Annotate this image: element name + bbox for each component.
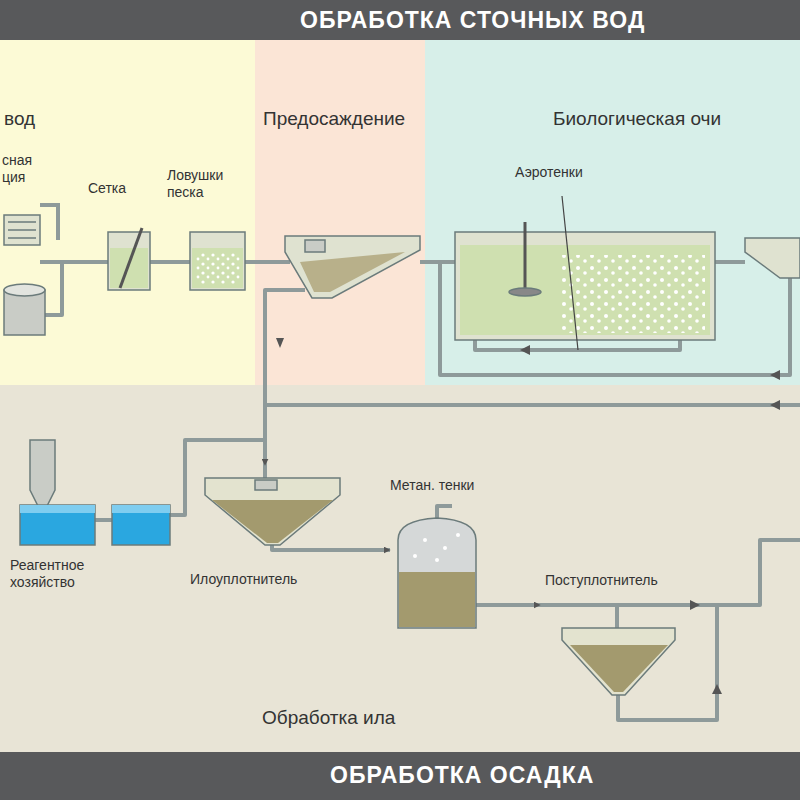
equipment-unit: Илоуплотнитель [190,465,345,590]
title: ОБРАБОТКА СТОЧНЫХ ВОД [300,7,645,34]
sludge-thickener [205,478,340,545]
pipe-connector [155,260,165,264]
pipe-connector [490,603,540,607]
unit-label: Ловушки песка [167,167,237,201]
equipment-unit: Ловушки песка [165,165,250,295]
zone-ground [255,40,425,385]
process-zone: Предосаждение [255,40,425,385]
flow-arrows [276,338,780,694]
pipe-connector [175,440,265,515]
zone-heading: Предосаждение [263,108,405,131]
equipment-unit: Поступлотнитель [540,570,705,700]
section-label: ОБРАБОТКА ОСАДКА [330,762,594,789]
grit-trap [190,232,245,290]
zone-heading: Обработка ила [262,707,395,730]
zone-heading: вод [4,108,35,131]
process-zone: Биологическая очиАэротенки [425,40,800,385]
unit-label: Поступлотнитель [545,572,658,589]
bottom-bar [0,752,800,800]
unit-label: сная ция [2,152,44,186]
process-zone: вод сная цияСетка Ловушки песка [0,40,255,385]
equipment-unit: Аэротенки [450,160,722,350]
primary-settler [285,236,420,298]
top-bar [0,0,800,40]
unit-label: Реагентное хозяйство [10,557,115,591]
equipment-unit: Сетка [85,178,155,296]
zone-ground [0,40,255,385]
secondary-clarifier [745,238,800,278]
unit-label: Илоуплотнитель [190,571,297,588]
zone-heading: Биологическая очи [553,108,721,131]
pump-station [4,205,58,335]
pipe-connector [345,548,390,552]
pipe-connector [70,260,85,264]
equipment-unit: Реагентное хозяйство [5,430,175,595]
process-zone: Обработка ила Реагентное хозяйство Илоупло… [0,385,800,752]
unit-label: Сетка [88,180,126,197]
unit-label: Метан. тенки [390,477,474,494]
reagent-facility [20,440,170,545]
zone-ground [0,385,800,752]
equipment-unit: сная ция [2,150,70,270]
zone-ground [425,40,800,385]
screen-tank [108,228,150,290]
equipment-unit: Метан. тенки [390,475,490,635]
digester [398,518,476,628]
unit-label: Аэротенки [515,164,583,181]
aeration-tank [455,196,715,350]
post-thickener [562,628,675,695]
